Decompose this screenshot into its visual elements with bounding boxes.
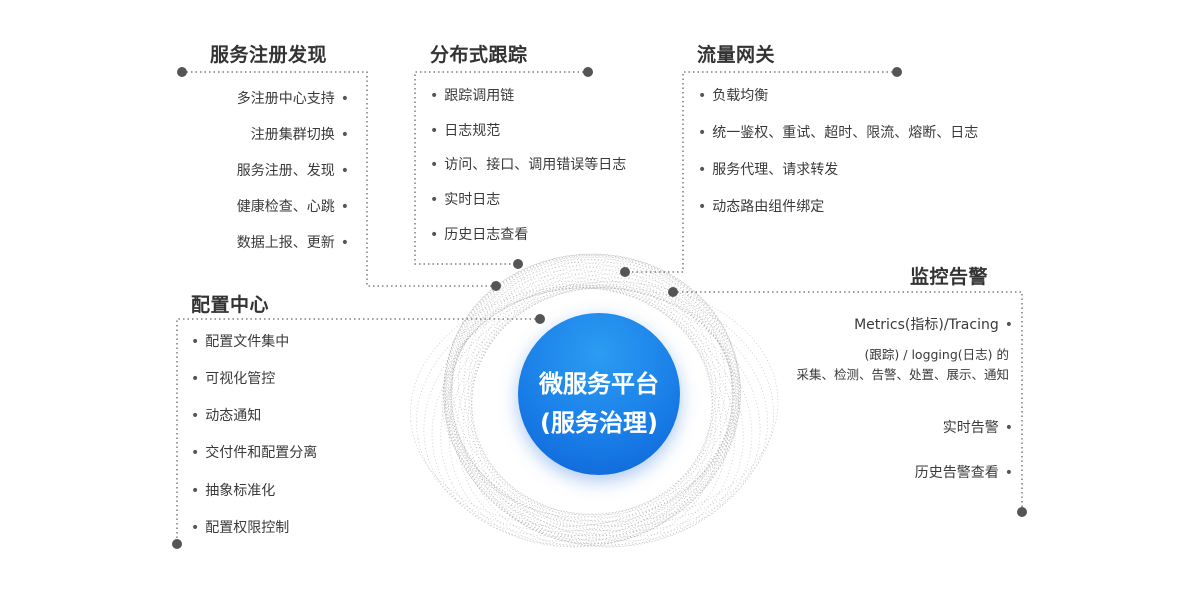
wire-ring [443,258,717,527]
tracing-item: •实时日志 [430,192,501,208]
monitor-title: 监控告警 [910,266,989,288]
config-connector [176,318,540,544]
tracing-item: •日志规范 [430,123,501,139]
wire-ring [442,256,721,522]
wire-ring [470,269,738,541]
tracing-joint-dot [513,259,523,269]
wire-ring [446,269,714,541]
wire-ring [443,262,714,532]
wire-ring [458,254,741,518]
monitor-connector [673,291,1023,512]
tracing-title: 分布式跟踪 [430,44,528,66]
config-end-dot [172,539,182,549]
wire-ring [456,280,734,548]
wire-ring [445,265,713,537]
config-item: •动态通知 [191,408,262,424]
registry-item: 健康检查、心跳• [236,199,349,215]
wire-ring [451,253,740,516]
registry-item: 服务注册、发现• [236,163,349,179]
tracing-item: •历史日志查看 [430,227,529,243]
registry-item: 数据上报、更新• [236,235,349,251]
gateway-item: •服务代理、请求转发 [698,162,839,178]
gateway-item: •统一鉴权、重试、超时、限流、熔断、日志 [698,125,979,141]
wire-ring [471,265,739,537]
core-title: 微服务平台 [539,370,659,398]
monitor-item: 历史告警查看• [914,465,1013,481]
wire-ring [447,273,717,545]
wire-ring [462,277,735,547]
gateway-item: •负载均衡 [698,88,769,104]
tracing-item: •跟踪调用链 [430,88,515,104]
config-item: •配置文件集中 [191,334,290,350]
wire-ring [423,287,735,537]
wire-ring [467,273,737,545]
wire-ring [443,254,726,518]
wire-ring [440,286,733,545]
config-joint-dot [535,314,545,324]
wire-ring [410,284,740,527]
tracing-end-dot [583,67,593,77]
wire-ring [445,253,739,515]
gateway-title: 流量网关 [697,44,776,66]
config-item: •配置权限控制 [191,520,290,536]
gateway-item: •动态路由组件绑定 [698,199,825,215]
tracing-item: •访问、接口、调用错误等日志 [430,157,627,173]
monitor-item-detail: 采集、检测、告警、处置、展示、通知 [796,367,1009,382]
registry-item: 注册集群切换• [250,127,349,143]
wire-ring [470,262,741,532]
tracing-connector [414,71,588,265]
monitor-item-detail: (跟踪) / logging(日志) 的 [864,347,1009,362]
registry-joint-dot [491,281,501,291]
wire-ring [451,283,736,547]
wire-ring [448,283,733,547]
config-title: 配置中心 [191,294,270,316]
wire-ring [450,280,728,548]
wire-ring [467,258,741,527]
monitor-item: 实时告警• [942,420,1013,436]
registry-item: 多注册中心支持• [236,91,349,107]
wire-ring [416,286,737,532]
config-item: •可视化管控 [191,371,276,387]
registry-connector [182,71,496,287]
gateway-end-dot [892,67,902,77]
wire-ring [449,277,722,547]
wire-ring [444,253,733,516]
config-item: •抽象标准化 [191,483,276,499]
registry-title: 服务注册发现 [210,44,328,66]
core-circle [518,313,680,475]
registry-end-dot [177,67,187,77]
core-subtitle: (服务治理) [540,409,658,437]
monitor-end-dot [1017,507,1027,517]
config-item: •交付件和配置分离 [191,445,318,461]
gateway-joint-dot [620,267,630,277]
wire-ring [441,281,779,523]
monitor-joint-dot [668,287,678,297]
monitor-item: Metrics(指标)/Tracing• [854,317,1013,333]
wire-ring [447,286,768,532]
